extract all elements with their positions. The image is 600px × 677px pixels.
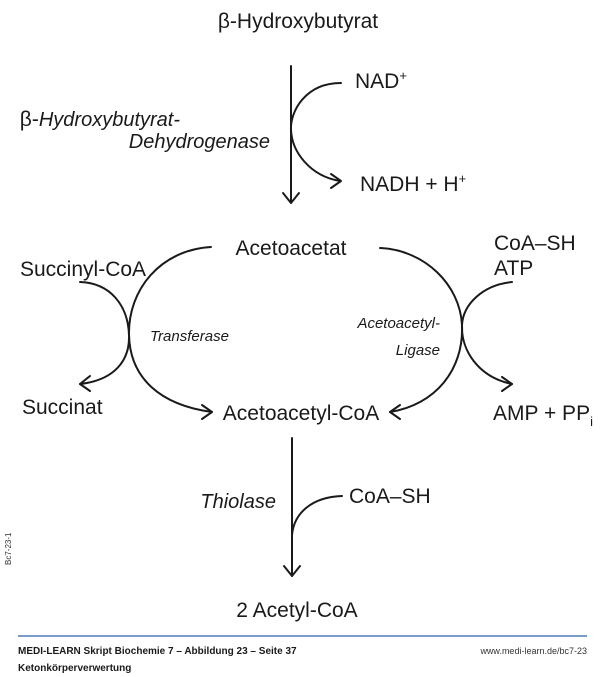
molecule-atp: ATP [494,257,533,280]
molecule-succinyl-coa: Succinyl-CoA [20,258,146,281]
enzyme-acetoacetyl-ligase-line1: Acetoacetyl- [356,315,440,332]
footer-subtitle: Ketonkörperverwertung [18,663,132,674]
molecule-coa-sh-cofactor: CoA–SH [494,232,576,255]
molecule-acetoacetate: Acetoacetat [236,237,347,260]
figure-code: Bc7-23-1 [4,532,13,565]
footer-source: MEDI-LEARN Skript Biochemie 7 – Abbildun… [18,646,297,657]
molecule-beta-hydroxybutyrate: β-Hydroxybutyrat [218,10,378,33]
footer-divider [18,635,587,637]
molecule-nad: NAD+ [355,68,407,93]
enzyme-acetoacetyl-ligase-line2: Ligase [396,342,440,359]
molecule-coa-sh: CoA–SH [349,485,431,508]
enzyme-hydroxybutyrate-dehydrogenase-line1: β-Hydroxybutyrat- [20,108,181,131]
molecule-acetyl-coa: 2 Acetyl-CoA [236,599,357,622]
arrow-coa-atp-to-amp-ppi [460,281,513,392]
arrow-ligase-main [379,247,464,420]
enzyme-thiolase: Thiolase [200,491,276,513]
enzyme-hydroxybutyrate-dehydrogenase-line2: Dehydrogenase [129,131,270,153]
molecule-nadh: NADH + H+ [360,171,466,196]
footer-url[interactable]: www.medi-learn.de/bc7-23 [480,646,587,656]
arrow-coa-sh-input [291,495,343,536]
arrow-succinyl-coa-to-succinat [79,281,131,392]
enzyme-transferase: Transferase [150,328,229,345]
molecule-acetoacetyl-coa: Acetoacetyl-CoA [223,402,379,425]
arrow-thiolase-reaction [283,437,301,577]
molecule-amp-ppi: AMP + PPi [493,402,593,429]
molecule-succinate-text: Succinat [22,396,103,419]
arrow-nad-to-nadh [289,82,342,189]
